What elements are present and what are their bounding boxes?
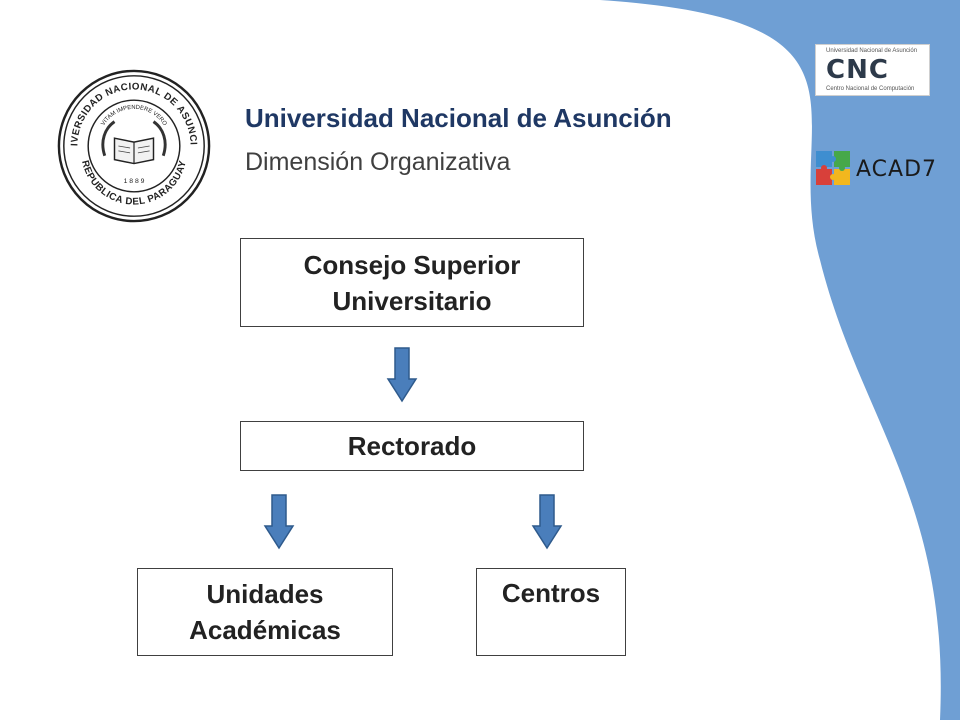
arrow-rectorado-to-unidades	[263, 494, 295, 550]
node-consejo-superior: Consejo Superior Universitario	[240, 238, 584, 327]
university-seal-logo: UNIVERSIDAD NACIONAL DE ASUNCION REPUBLI…	[56, 68, 211, 223]
cnc-logo-top-text: Universidad Nacional de Asunción	[826, 48, 918, 54]
puzzle-icon	[816, 151, 850, 185]
node-centros: Centros	[476, 568, 626, 656]
node-unidades-line1: Unidades	[206, 579, 324, 609]
node-rectorado: Rectorado	[240, 421, 584, 471]
node-consejo-line1: Consejo Superior	[303, 249, 521, 280]
page-subtitle: Dimensión Organizativa	[245, 148, 511, 176]
page-title: Universidad Nacional de Asunción	[245, 103, 672, 133]
cnc-logo: Universidad Nacional de Asunción CNC Cen…	[815, 44, 930, 96]
node-unidades-academicas: Unidades Académicas	[137, 568, 393, 656]
node-unidades-line2: Académicas	[189, 615, 341, 645]
arrow-consejo-to-rectorado	[386, 347, 418, 403]
node-consejo-line2: Universitario	[332, 285, 492, 316]
svg-text:1 8 8 9: 1 8 8 9	[124, 178, 145, 185]
acad-logo: ACAD7	[815, 150, 940, 190]
cnc-logo-main-text: CNC	[826, 55, 889, 85]
node-rectorado-label: Rectorado	[347, 431, 477, 461]
acad-logo-text: ACAD7	[856, 157, 938, 182]
arrow-rectorado-to-centros	[531, 494, 563, 550]
cnc-logo-bottom-text: Centro Nacional de Computación	[826, 86, 915, 92]
node-centros-label: Centros	[501, 578, 601, 608]
